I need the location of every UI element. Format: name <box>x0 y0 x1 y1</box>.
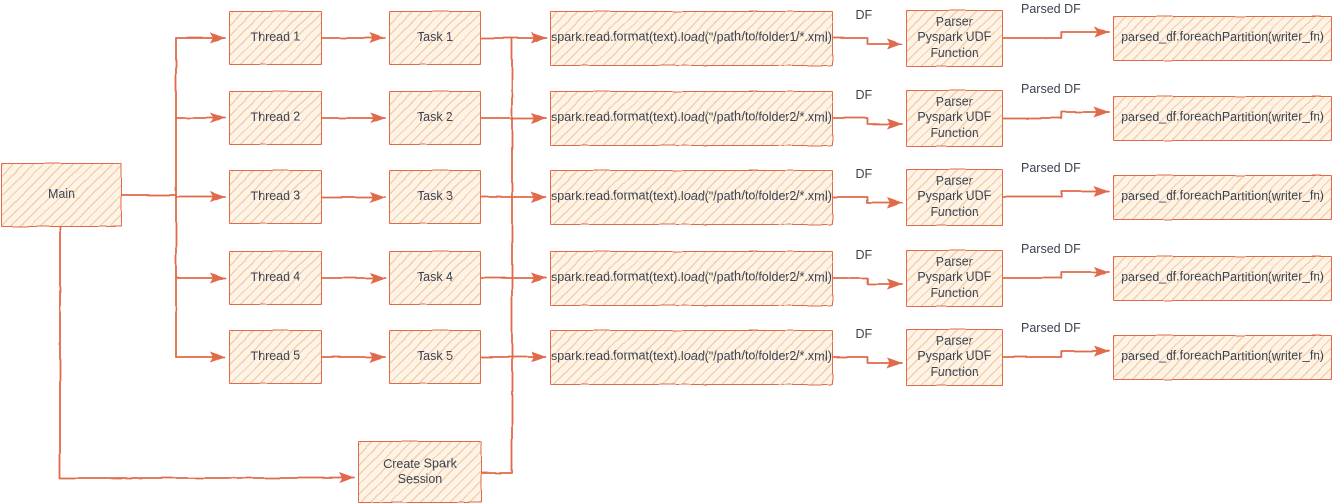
node-writer-2[interactable]: parsed_df.foreachPartition(writer_fn) <box>1113 95 1332 141</box>
node-writer-5[interactable]: parsed_df.foreachPartition(writer_fn) <box>1113 334 1332 380</box>
node-writer-2-label: parsed_df.foreachPartition(writer_fn) <box>1121 110 1324 125</box>
node-task-2[interactable]: Task 2 <box>389 91 481 145</box>
node-thread-3-label: Thread 3 <box>250 189 301 204</box>
edge-read-to-parser-4 <box>832 277 903 290</box>
node-task-4[interactable]: Task 4 <box>389 251 481 305</box>
node-spark-read-3-label: spark.read.format(text).load("/path/to/f… <box>551 189 832 204</box>
node-task-1[interactable]: Task 1 <box>389 11 481 65</box>
node-spark-read-4[interactable]: spark.read.format(text).load("/path/to/f… <box>550 250 833 306</box>
node-thread-5-label: Thread 5 <box>250 349 301 364</box>
edge-parser-to-writer-2 <box>1002 106 1110 119</box>
edge-read-to-parser-3 <box>832 196 903 209</box>
node-thread-2-label: Thread 2 <box>250 110 301 125</box>
edge-session-to-spine <box>481 37 513 474</box>
node-writer-4-label: parsed_df.foreachPartition(writer_fn) <box>1121 270 1324 285</box>
node-task-3-label: Task 3 <box>416 189 454 204</box>
node-thread-3[interactable]: Thread 3 <box>229 170 322 224</box>
node-writer-3[interactable]: parsed_df.foreachPartition(writer_fn) <box>1113 174 1332 220</box>
node-spark-read-5-label: spark.read.format(text).load("/path/to/f… <box>551 349 832 364</box>
node-thread-1[interactable]: Thread 1 <box>229 11 322 65</box>
node-thread-4[interactable]: Thread 4 <box>229 251 322 305</box>
edge-parser-to-writer-5 <box>1002 345 1110 358</box>
edge-label-parsed-df-2: Parsed DF <box>1021 82 1081 96</box>
edge-label-df-4: DF <box>855 248 873 262</box>
node-writer-4[interactable]: parsed_df.foreachPartition(writer_fn) <box>1113 255 1332 301</box>
node-writer-1-label: parsed_df.foreachPartition(writer_fn) <box>1121 30 1324 45</box>
node-task-3[interactable]: Task 3 <box>389 170 481 224</box>
node-writer-5-label: parsed_df.foreachPartition(writer_fn) <box>1121 349 1324 364</box>
node-task-4-label: Task 4 <box>416 270 454 285</box>
node-main-label: Main <box>47 187 76 202</box>
node-spark-read-2-label: spark.read.format(text).load("/path/to/f… <box>551 110 832 125</box>
node-spark-read-4-label: spark.read.format(text).load("/path/to/f… <box>551 270 832 285</box>
node-spark-read-1[interactable]: spark.read.format(text).load("/path/to/f… <box>550 10 833 66</box>
node-thread-1-label: Thread 1 <box>250 30 301 45</box>
edge-label-df-1: DF <box>855 8 873 22</box>
edge-parser-to-writer-4 <box>1002 266 1110 279</box>
node-thread-2[interactable]: Thread 2 <box>229 91 322 145</box>
node-create-spark-session[interactable]: Create Spark Session <box>358 441 482 503</box>
node-thread-5[interactable]: Thread 5 <box>229 330 322 384</box>
node-writer-1[interactable]: parsed_df.foreachPartition(writer_fn) <box>1113 15 1332 61</box>
edge-label-parsed-df-1: Parsed DF <box>1021 2 1081 16</box>
node-spark-read-5[interactable]: spark.read.format(text).load("/path/to/f… <box>550 329 833 385</box>
edge-main-to-create-spark-session <box>59 226 355 484</box>
node-task-5[interactable]: Task 5 <box>389 330 481 384</box>
edge-read-to-parser-1 <box>832 37 903 50</box>
edge-label-parsed-df-5: Parsed DF <box>1021 321 1081 335</box>
node-task-5-label: Task 5 <box>416 349 454 364</box>
node-task-1-label: Task 1 <box>416 30 454 45</box>
edge-read-to-parser-5 <box>832 356 903 369</box>
node-spark-read-2[interactable]: spark.read.format(text).load("/path/to/f… <box>550 90 833 146</box>
node-thread-4-label: Thread 4 <box>250 270 301 285</box>
edge-label-parsed-df-4: Parsed DF <box>1021 242 1081 256</box>
node-spark-read-3[interactable]: spark.read.format(text).load("/path/to/f… <box>550 169 833 225</box>
edge-parser-to-writer-3 <box>1002 185 1110 198</box>
edge-parser-to-writer-1 <box>1002 26 1110 39</box>
node-create-spark-session-label: Create Spark Session <box>383 456 457 486</box>
edge-label-df-3: DF <box>855 167 873 181</box>
node-main[interactable]: Main <box>1 163 122 227</box>
node-writer-3-label: parsed_df.foreachPartition(writer_fn) <box>1121 189 1324 204</box>
edge-label-df-2: DF <box>855 88 873 102</box>
node-spark-read-1-label: spark.read.format(text).load("/path/to/f… <box>551 30 832 45</box>
edge-label-parsed-df-3: Parsed DF <box>1021 161 1081 175</box>
edge-label-df-5: DF <box>855 327 873 341</box>
node-task-2-label: Task 2 <box>416 110 454 125</box>
edge-read-to-parser-2 <box>832 117 903 130</box>
